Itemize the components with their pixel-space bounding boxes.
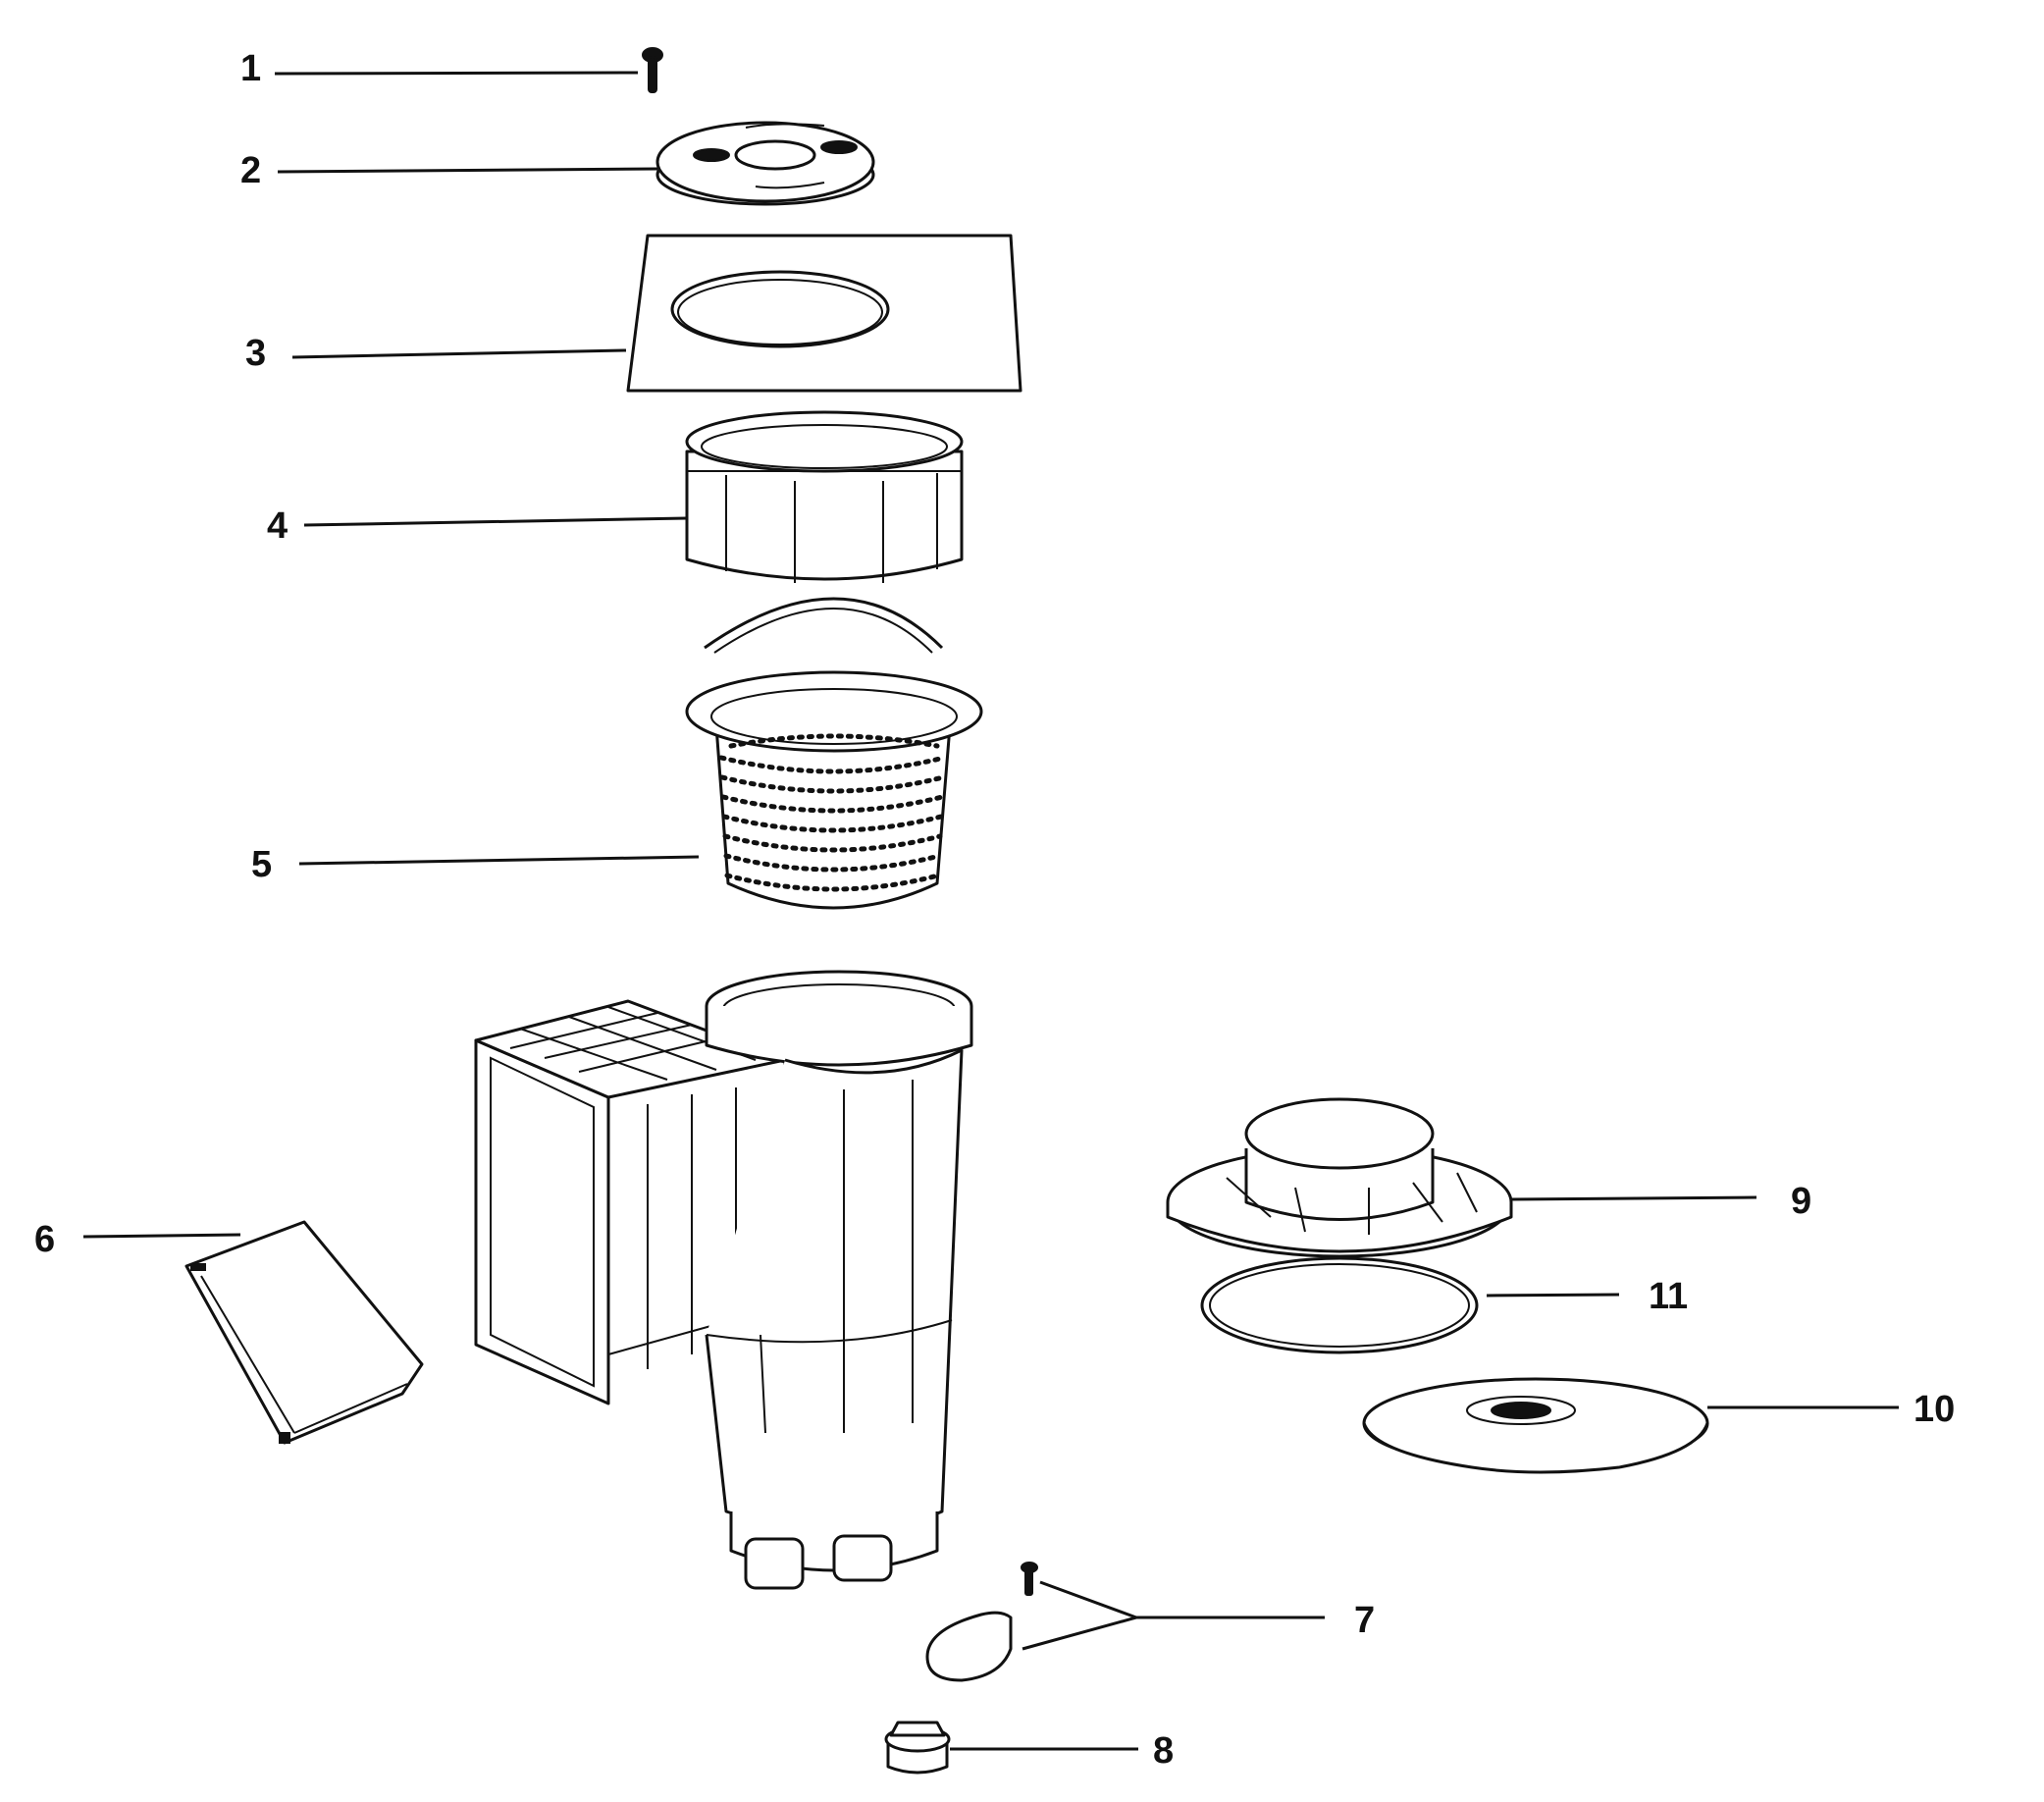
callout-6: 6: [34, 1219, 55, 1260]
leader-4: [303, 516, 688, 527]
leader-1: [274, 71, 639, 76]
callout-10: 10: [1913, 1389, 1955, 1430]
part-5-basket: [685, 597, 983, 910]
part-7-screw-and-flap: [925, 1562, 1038, 1682]
part-1-screw: [642, 47, 663, 93]
leader-7a: [1039, 1580, 1137, 1619]
skimmer-body: [474, 970, 973, 1590]
part-4-collar: [685, 410, 964, 583]
callout-1: 1: [240, 48, 261, 89]
part-6-weir: [184, 1220, 424, 1445]
part-10-vacuum-plate: [1362, 1377, 1709, 1474]
callout-3: 3: [245, 333, 266, 374]
leader-5: [298, 855, 700, 866]
callout-2: 2: [240, 150, 261, 191]
callout-4: 4: [267, 505, 288, 547]
callout-labels: 1 2 3 4 5 6 7 8 9 10 11: [34, 48, 1955, 1772]
callout-7: 7: [1354, 1600, 1375, 1641]
callout-5: 5: [251, 844, 272, 885]
leader-2: [277, 167, 658, 174]
leader-6: [82, 1233, 241, 1239]
leader-7b: [1022, 1616, 1137, 1651]
leader-3: [291, 348, 627, 359]
callout-11: 11: [1649, 1276, 1688, 1317]
callout-9: 9: [1791, 1181, 1811, 1222]
part-2-lid: [655, 121, 875, 206]
callout-8: 8: [1153, 1730, 1174, 1772]
part-3-deck-plate: [626, 234, 1022, 393]
leader-lines: [82, 71, 1899, 1751]
part-9-vacuum-adapter: [1166, 1097, 1513, 1258]
leader-9: [1510, 1195, 1757, 1201]
part-8-plug: [884, 1721, 951, 1775]
part-11-o-ring: [1200, 1256, 1479, 1354]
leader-11: [1486, 1293, 1620, 1298]
